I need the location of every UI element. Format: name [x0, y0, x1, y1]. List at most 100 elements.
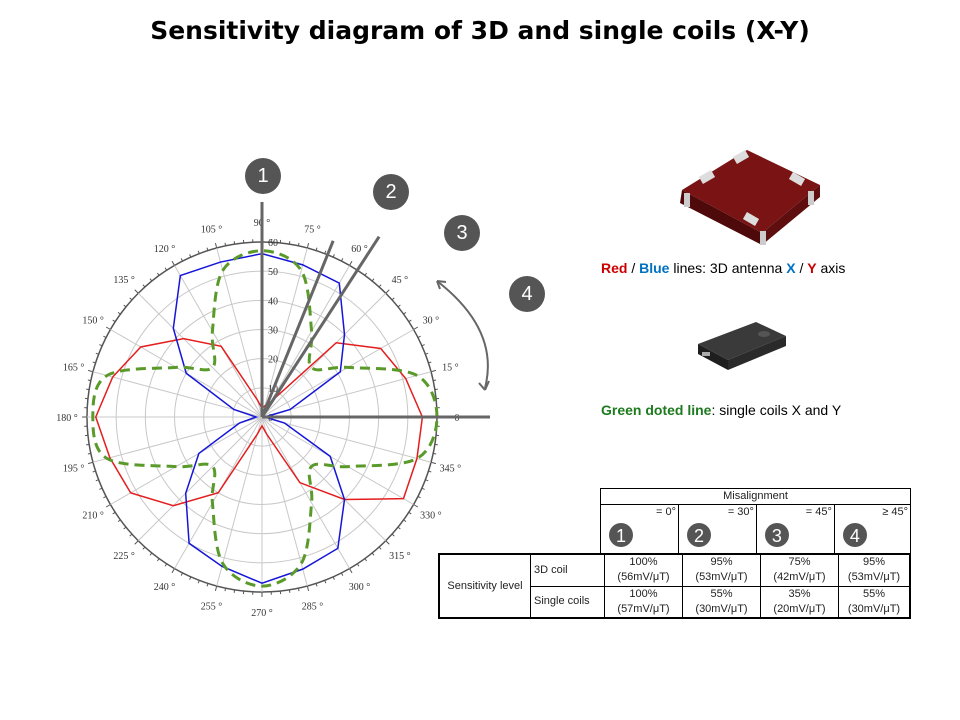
angle-tick [87, 379, 91, 382]
angle-tick [142, 284, 146, 288]
cell-percent: 55% [862, 587, 886, 600]
angle-tick [88, 461, 94, 465]
badge: 3 [764, 522, 789, 547]
badge-4: 4 [509, 276, 545, 312]
angle-tick [134, 540, 139, 545]
condition-text: = 0° [655, 505, 676, 518]
cell-percent: 55% [710, 587, 733, 600]
condition-text: = 45° [805, 505, 832, 518]
misalignment-header-table: Misalignment 1= 0° 2= 30° 3= 45° 4≥ 45° [600, 488, 912, 555]
angle-tick [189, 254, 192, 258]
angle-tick [315, 247, 318, 251]
angle-tick [397, 304, 401, 308]
angle-tick-label: 240 ° [154, 582, 176, 593]
badge: 4 [842, 522, 867, 547]
angle-tick [403, 311, 407, 315]
table-cell: 95%(53mV/μT) [682, 553, 761, 587]
angle-tick-label: 300 ° [349, 582, 371, 593]
angle-tick-label: 45 ° [392, 275, 409, 286]
grid-spoke [137, 292, 263, 418]
angle-tick [425, 479, 429, 482]
arrowhead-top [436, 280, 447, 290]
angle-tick [112, 511, 116, 515]
angle-tick [403, 519, 407, 523]
badge: 1 [609, 522, 633, 547]
legend-green: Green doted line [601, 402, 712, 418]
angle-tick-label: 165 ° [63, 363, 85, 374]
angle-tick [224, 588, 227, 592]
cell-value: (56mV/μT) [617, 571, 670, 584]
angle-tick [103, 496, 107, 499]
table-cell: 100% (56mV/μT) [604, 553, 683, 587]
angle-tick [332, 576, 335, 580]
angle-tick [99, 344, 103, 347]
angle-tick [164, 267, 168, 271]
radial-tick-label: 40 [268, 296, 278, 307]
angle-tick [391, 533, 395, 537]
cell-value: (30mV/μT) [695, 602, 748, 615]
radial-tick-label: 50 [268, 267, 278, 278]
condition-1: 1 = 0° [600, 504, 679, 555]
angle-tick [156, 558, 160, 562]
cell-percent: 100% [629, 556, 658, 569]
angle-tick-label: 315 ° [389, 551, 411, 562]
angle-tick-label: 255 ° [201, 601, 223, 612]
angle-tick-label: 15 ° [442, 363, 459, 374]
table-cell: 55%(30mV/μT) [838, 585, 911, 619]
angle-tick [306, 585, 310, 591]
grid-spoke [261, 416, 350, 569]
row-label: Single coils [530, 585, 605, 619]
angle-tick [421, 344, 425, 347]
misalignment-line-3 [260, 235, 381, 418]
table-cell: 100% (57mV/μT) [604, 585, 683, 619]
legend-single: Green doted line: single coils X and Y [601, 402, 841, 418]
angle-tick [297, 242, 300, 246]
angle-tick [341, 258, 344, 262]
misalignment-line-2 [260, 240, 335, 418]
cell-value: (57mV/μT) [617, 602, 670, 615]
table-cell: 55% (30mV/μT) [682, 585, 761, 619]
angle-tick [149, 552, 153, 556]
angle-tick [315, 583, 318, 587]
angle-tick [180, 572, 183, 576]
angle-tick [103, 335, 107, 338]
angle-tick [428, 361, 432, 364]
rotation-arrow-icon [436, 280, 489, 389]
angle-tick-label: 120 ° [154, 244, 176, 255]
table-cell: 35%(20mV/μT) [760, 585, 839, 619]
grid-spoke [92, 416, 263, 463]
badge-1: 1 [245, 158, 281, 194]
angle-tick [189, 576, 192, 580]
table-cell: 75%(42mV/μT) [760, 553, 839, 587]
angle-tick [364, 272, 368, 276]
angle-tick [156, 272, 160, 276]
legend-text: lines: 3D antenna [669, 260, 787, 276]
legend-y: Y [807, 260, 817, 276]
angle-tick [397, 526, 401, 530]
angle-tick-label: 180 ° [56, 413, 78, 424]
legend-red: Red [601, 260, 628, 276]
angle-tick [206, 583, 209, 587]
angle-tick [134, 289, 139, 294]
angle-tick [123, 304, 127, 308]
misalignment-header: Misalignment [600, 488, 911, 505]
angle-tick [123, 526, 127, 530]
page-title: Sensitivity diagram of 3D and single coi… [150, 16, 810, 45]
angle-tick [349, 568, 353, 574]
angle-tick-label: 60 ° [351, 244, 368, 255]
radial-tick-label: 30 [268, 326, 278, 337]
cell-percent: 100% [629, 587, 658, 600]
3d-coil-image [680, 150, 820, 245]
cell-percent: 95% [862, 556, 886, 569]
angle-tick [417, 496, 421, 499]
angle-tick [197, 250, 200, 254]
grid-spoke [261, 292, 387, 418]
angle-tick [378, 546, 382, 550]
angle-tick [332, 254, 335, 258]
angle-tick [180, 258, 183, 262]
badge-3: 3 [444, 215, 480, 251]
legend-sep: / [795, 260, 808, 276]
angle-tick [324, 580, 327, 584]
angle-tick [105, 326, 111, 330]
angle-tick-label: 225 ° [113, 551, 135, 562]
